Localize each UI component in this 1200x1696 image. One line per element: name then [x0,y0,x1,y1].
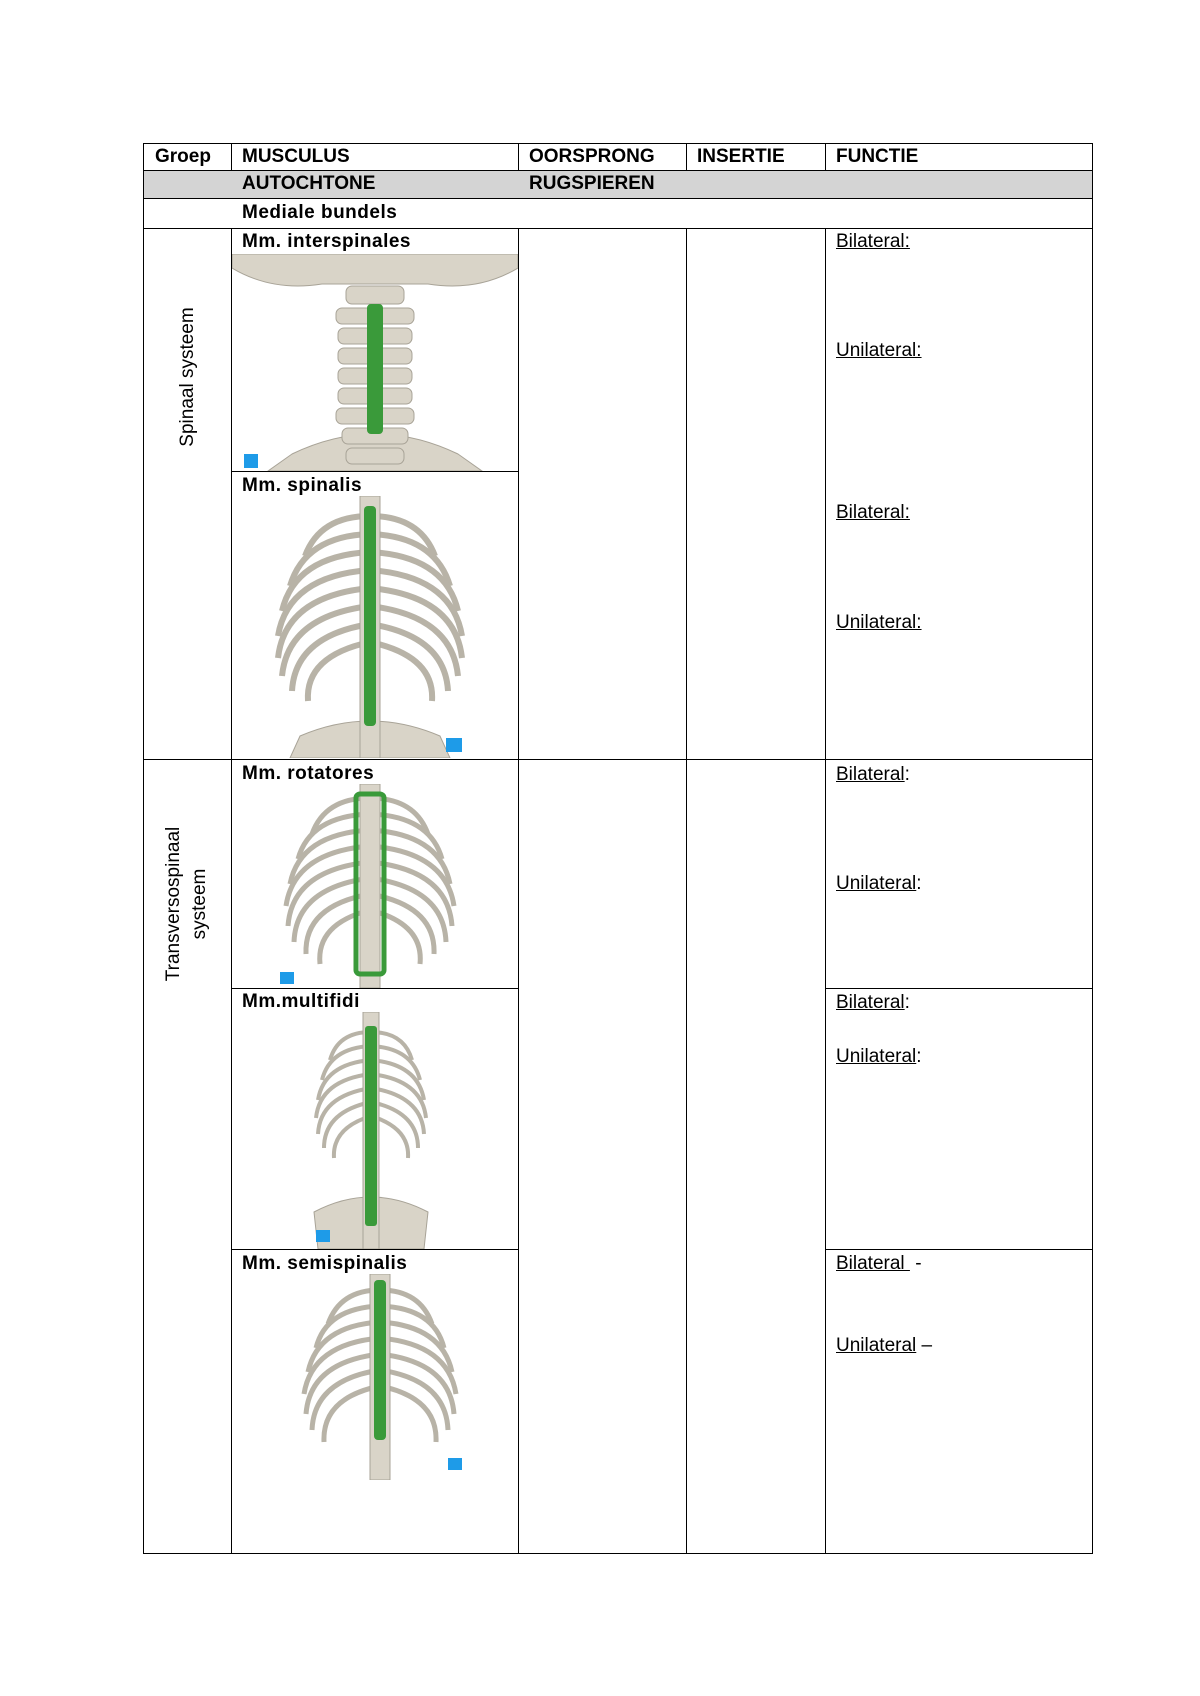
table-line [686,143,687,171]
header-musculus: MUSCULUS [242,146,350,167]
function-rotatores-unilateral: Unilateral: [836,873,922,895]
table-border-bottom [143,1553,1093,1554]
muscle-name-multifidi: Mm.multifidi [242,991,360,1012]
label-bilateral: Bilateral [836,1253,910,1274]
table-line [231,471,518,472]
function-multifidi-bilateral: Bilateral: [836,992,910,1014]
label-bilateral: Bilateral: [836,502,910,523]
group-label-line2: systeem [189,868,210,940]
illustration-interspinales [232,254,518,471]
label-unilateral: Unilateral: [836,612,922,633]
subheading-mediale-bundels: Mediale bundels [242,202,398,223]
function-interspinales-bilateral: Bilateral: [836,231,910,253]
label-suffix: : [904,764,910,785]
section-title-right: RUGSPIEREN [529,173,655,194]
illustration-multifidi [306,1012,436,1249]
function-spinalis-unilateral: Unilateral: [836,612,922,634]
label-unilateral: Unilateral: [836,340,922,361]
illustration-semispinalis [290,1274,470,1480]
table-line [231,1249,518,1250]
function-semispinalis-bilateral: Bilateral - [836,1253,922,1275]
function-multifidi-unilateral: Unilateral: [836,1046,922,1068]
section-band [144,170,1092,198]
table-border-right [1092,143,1093,1554]
table-line [143,170,1093,171]
label-suffix: : [904,992,910,1013]
table-border-left [143,143,144,1554]
table-line [825,228,826,1554]
label-unilateral: Unilateral [836,1335,917,1356]
muscle-name-interspinales: Mm. interspinales [242,231,411,252]
function-interspinales-unilateral: Unilateral: [836,340,922,362]
function-rotatores-bilateral: Bilateral: [836,764,910,786]
label-bilateral: Bilateral: [836,231,910,252]
muscle-name-rotatores: Mm. rotatores [242,763,375,784]
group-label-line1: Transversospinaal [163,826,184,982]
table-border-top [143,143,1093,144]
label-bilateral: Bilateral [836,764,905,785]
table-line [143,198,1093,199]
table-line [518,228,519,1554]
label-suffix: : [916,873,922,894]
function-spinalis-bilateral: Bilateral: [836,502,910,524]
group-spinaal-systeem: Spinaal systeem [177,307,198,447]
table-line [231,143,232,171]
label-unilateral: Unilateral [836,1046,917,1067]
label-unilateral: Unilateral [836,873,917,894]
table-line [231,988,518,989]
header-oorsprong: OORSPRONG [529,146,655,167]
illustration-spinalis [260,496,480,758]
group-transversospinaal-systeem: Transversospinaal systeem [161,774,213,1034]
header-functie: FUNCTIE [836,146,919,167]
label-suffix: - [909,1253,922,1274]
muscle-name-semispinalis: Mm. semispinalis [242,1253,408,1274]
header-insertie: INSERTIE [697,146,785,167]
label-suffix: – [916,1335,933,1356]
section-title-left: AUTOCHTONE [242,173,376,194]
function-semispinalis-unilateral: Unilateral – [836,1335,932,1357]
table-line [143,228,1093,229]
table-line [825,1249,1093,1250]
label-suffix: : [916,1046,922,1067]
table-line [518,143,519,171]
table-line [231,228,232,1554]
header-groep: Groep [155,146,211,167]
label-bilateral: Bilateral [836,992,905,1013]
table-line [143,759,1093,760]
table-line [686,228,687,1554]
table-line [825,143,826,171]
muscle-name-spinalis: Mm. spinalis [242,475,363,496]
table-line [825,988,1093,989]
illustration-rotatores [270,784,470,988]
